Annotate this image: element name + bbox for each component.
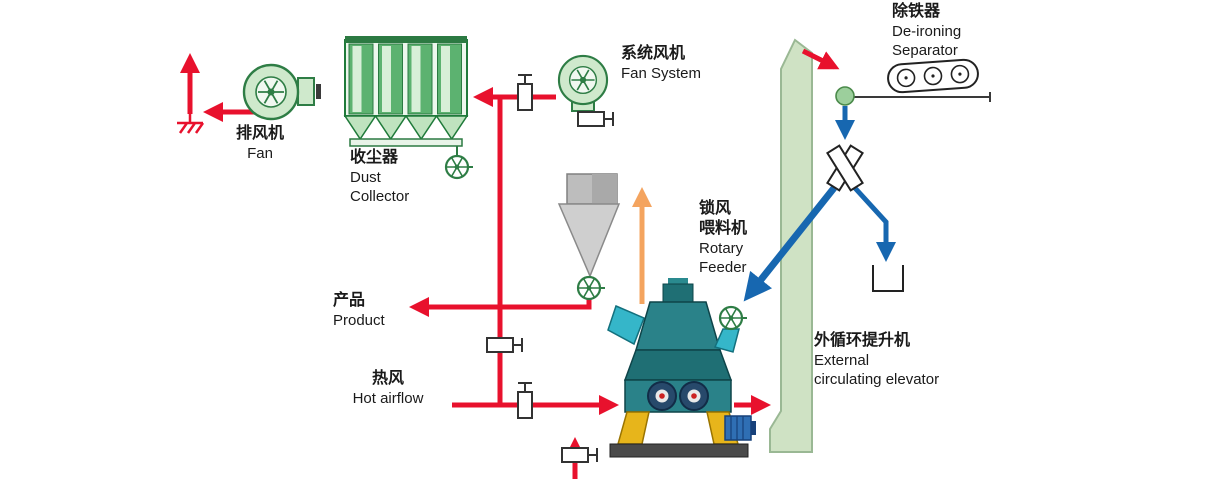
- gate-valve-icon: [517, 382, 533, 419]
- exhaust-fan-label-en: Fan: [247, 145, 273, 162]
- gate-valve-icon: [517, 74, 533, 111]
- gate-valve-icon: [577, 111, 614, 127]
- system-fan-label-zh: 系统风机: [621, 45, 686, 62]
- deironing-label-zh: 除铁器: [892, 3, 941, 20]
- rotary-feeder-label-en2: Feeder: [699, 259, 747, 276]
- elevator-discharge-arrow: [801, 48, 840, 70]
- deironing-separator-label: 除铁器 De-ironing Separator: [892, 2, 961, 60]
- feeder-chute: [713, 328, 740, 353]
- ground-symbol: [177, 112, 205, 134]
- mill-classifier: [635, 301, 721, 351]
- hopper: [404, 115, 438, 141]
- hot-airflow-label-zh: 热风: [371, 370, 404, 387]
- product-label-en: Product: [333, 312, 385, 329]
- fan-outlet: [297, 77, 315, 106]
- external-elevator-label-en2: circulating elevator: [814, 371, 940, 388]
- mill-base: [609, 443, 749, 458]
- system-fan-label: 系统风机 Fan System: [621, 44, 701, 83]
- mill-flare: [623, 349, 733, 381]
- gate-valve-icon: [561, 447, 598, 463]
- cyclone-cone: [557, 203, 621, 278]
- dust-collector-label-zh: 收尘器: [350, 149, 399, 166]
- hopper: [374, 115, 408, 141]
- fan-shaft: [316, 84, 321, 99]
- rotary-feeder-label-zh2: 喂料机: [699, 220, 748, 237]
- external-elevator-label: 外循环提升机 External circulating elevator: [814, 331, 939, 389]
- feed-to-mill-arrow: [743, 185, 837, 302]
- dust-trough: [349, 138, 463, 147]
- rotary-feeder-label: 锁风 喂料机 Rotary Feeder: [699, 199, 747, 277]
- conveyor-belt-line: [853, 92, 991, 102]
- product-arrow: [409, 297, 592, 317]
- deironing-label-en1: De-ironing: [892, 23, 962, 40]
- magnetic-separator-conveyor-icon: [835, 58, 991, 106]
- dust-collector-label-en1: Dust: [350, 169, 381, 186]
- dust-collector-label: 收尘器 Dust Collector: [350, 148, 409, 206]
- deironing-label-en2: Separator: [892, 42, 958, 59]
- mill-motor: [724, 415, 752, 441]
- hopper: [343, 115, 377, 141]
- external-elevator-label-en1: External: [814, 352, 870, 369]
- fan-blower-icon: [557, 54, 609, 106]
- hot-airflow-label: 热风 Hot airflow: [344, 369, 432, 408]
- gate-valve-icon: [486, 337, 523, 353]
- hot-airflow-label-en: Hot airflow: [352, 390, 424, 407]
- rotary-valve-icon: [576, 275, 607, 301]
- rotary-feeder-icon: [718, 305, 749, 331]
- product-label-zh: 产品: [333, 292, 366, 309]
- magnetic-separator-icon: [887, 58, 979, 94]
- red-flow-arrows: [177, 48, 840, 479]
- exhaust-fan-label-zh: 排风机: [235, 125, 284, 142]
- material-ball-icon: [835, 86, 855, 106]
- product-label: 产品 Product: [333, 291, 385, 330]
- exhaust-fan-label: 排风机 Fan: [232, 124, 288, 163]
- reject-arrow: [853, 186, 896, 262]
- rotary-valve-icon: [444, 154, 475, 180]
- mill-leg: [617, 411, 650, 445]
- hopper: [435, 115, 469, 141]
- baghouse-icon: [343, 36, 469, 156]
- fan-blower-icon: [242, 63, 300, 121]
- rotary-feeder-label-zh1: 锁风: [699, 200, 732, 217]
- two-way-chute-icon: [826, 144, 864, 192]
- blue-flow-arrows: [743, 106, 896, 302]
- mill-left-chute: [607, 304, 645, 346]
- external-elevator-label-zh: 外循环提升机: [814, 332, 911, 349]
- open-bin-icon: [872, 265, 904, 292]
- system-fan-label-en: Fan System: [621, 65, 702, 82]
- mill-top-stack: [662, 283, 694, 303]
- vertical-roller-mill-icon: [607, 278, 756, 458]
- cyclone-separator-icon: [557, 173, 621, 278]
- rotary-feeder-label-en1: Rotary: [699, 240, 744, 257]
- exhaust-fan-icon: [297, 77, 321, 106]
- mill-body: [624, 379, 732, 413]
- dust-collector-label-en2: Collector: [350, 188, 410, 205]
